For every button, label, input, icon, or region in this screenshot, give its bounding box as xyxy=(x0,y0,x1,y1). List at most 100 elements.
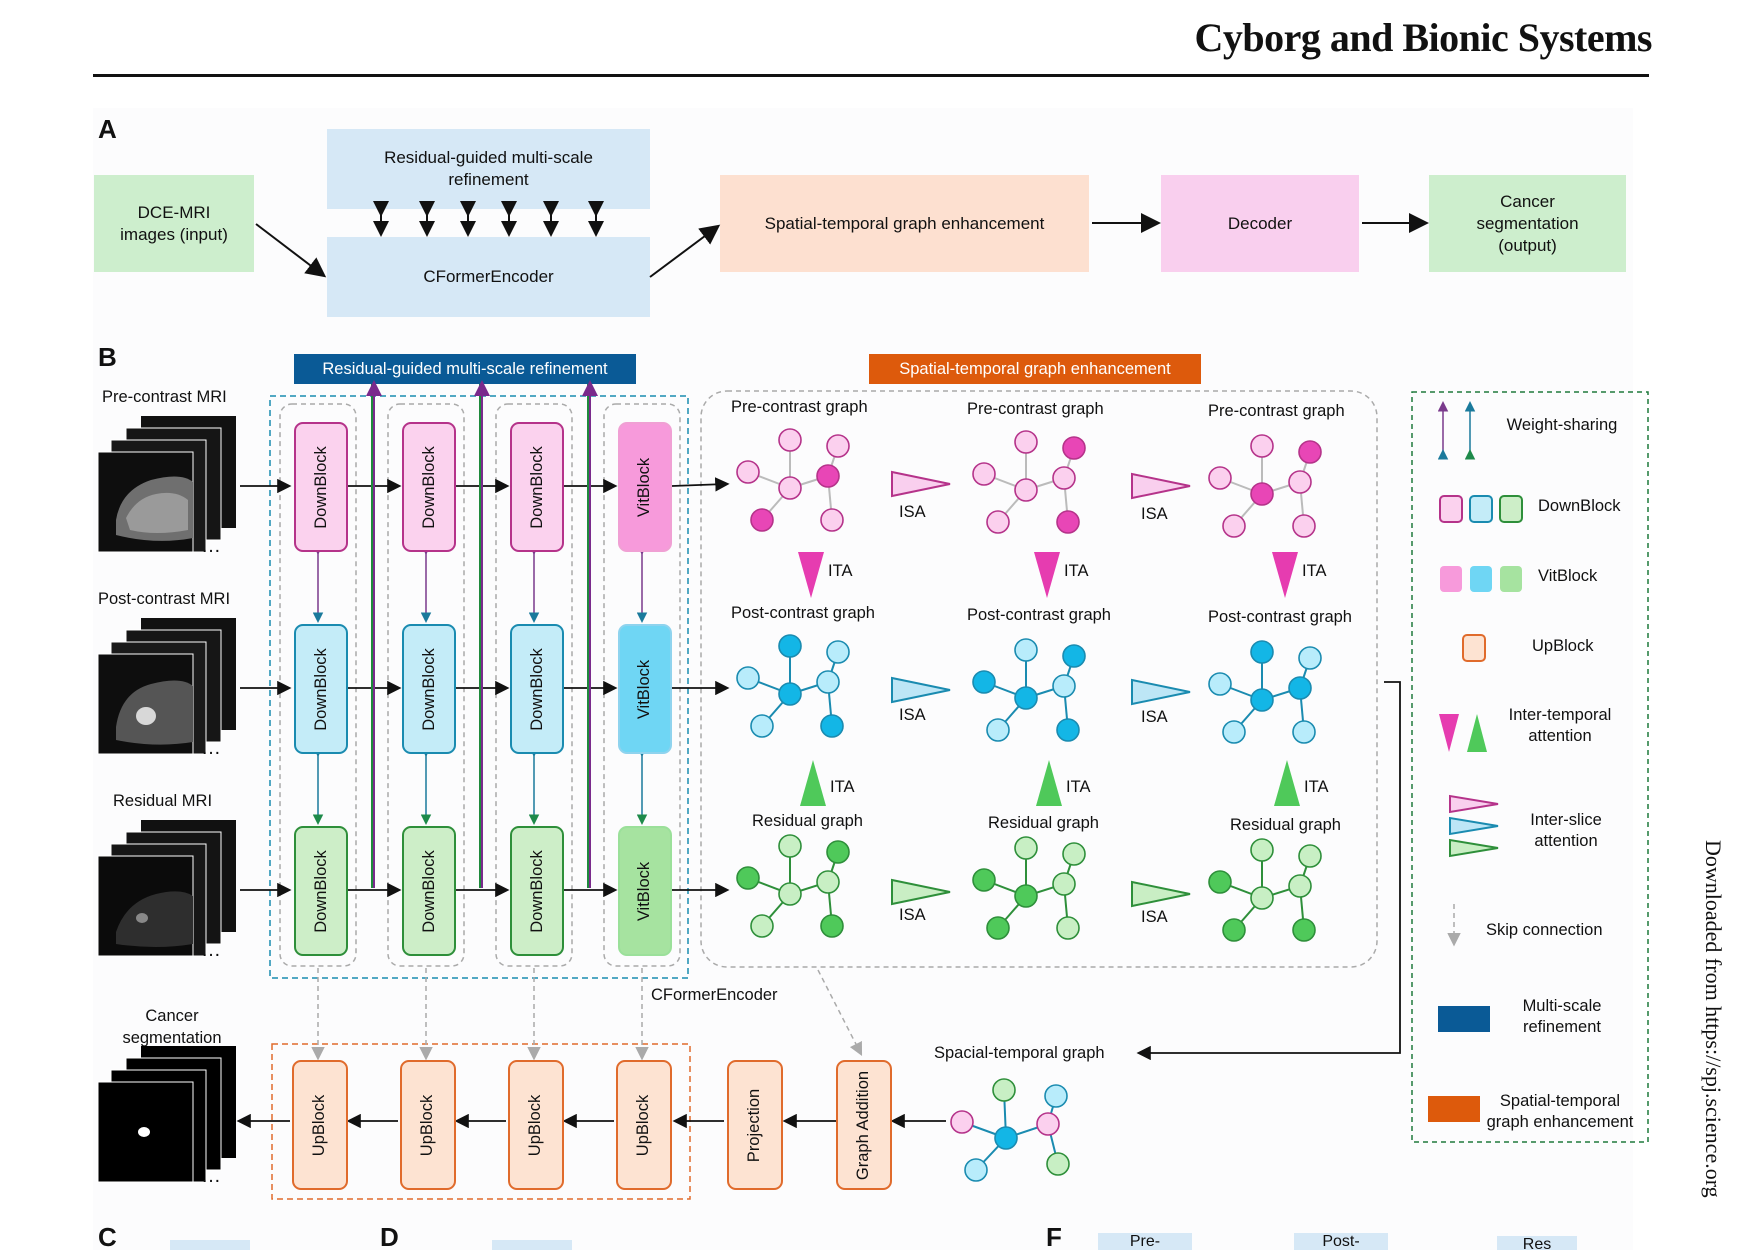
panel-c-box xyxy=(170,1240,250,1250)
legend-isa-pink xyxy=(1449,794,1499,814)
isa-pink-triangle xyxy=(1131,472,1191,500)
ita-green-triangle xyxy=(800,760,826,806)
graph-node xyxy=(1208,870,1232,894)
output-label: Cancer segmentation (output) xyxy=(1476,191,1579,255)
seg-label: Cancer segmentation xyxy=(122,1007,222,1047)
ita-pink-triangle xyxy=(1034,552,1060,598)
refine-tag: Residual-guided multi-scale refinement xyxy=(294,354,636,384)
legend-downblock: DownBlock xyxy=(1538,497,1621,515)
graph-enh-box: Spatial-temporal graph enhancement xyxy=(720,175,1089,272)
graph-node xyxy=(750,714,774,738)
refinement-box: Residual-guided multi-scale refinement xyxy=(327,129,650,209)
graph-node xyxy=(1062,842,1086,866)
graph-node xyxy=(1046,1152,1070,1176)
graph-node xyxy=(972,868,996,892)
st-graph-label: Spacial-temporal graph xyxy=(934,1044,1105,1062)
graph-node xyxy=(826,840,850,864)
graph-title-post-2: Post-contrast graph xyxy=(967,606,1111,624)
downblock-post-2: DownBlock xyxy=(402,624,456,754)
legend-st-enh: Spatial-temporal graph enhancement xyxy=(1486,1092,1634,1131)
legend-frame xyxy=(1411,391,1649,1143)
graph-node xyxy=(778,476,802,500)
graph-node xyxy=(816,870,840,894)
graph-node xyxy=(1298,440,1322,464)
res-graph-2 xyxy=(972,836,1086,940)
isa-pink-triangle xyxy=(891,470,951,498)
panel-f-letter: F xyxy=(1046,1222,1062,1252)
residual-image: … xyxy=(97,820,236,961)
decoder-box: Decoder xyxy=(1161,175,1359,272)
graph-node xyxy=(1062,436,1086,460)
graph-node xyxy=(972,462,996,486)
graph-node xyxy=(1250,886,1274,910)
graph-node xyxy=(778,882,802,906)
graph-title-post-3: Post-contrast graph xyxy=(1208,608,1352,626)
graph-title-pre-2: Pre-contrast graph xyxy=(967,400,1104,418)
legend-vit-pink xyxy=(1440,566,1462,592)
post-graph-1 xyxy=(736,634,850,738)
svg-text:…: … xyxy=(201,737,221,759)
downblock-pre-2: DownBlock xyxy=(402,422,456,552)
upblock-4: UpBlock xyxy=(616,1060,672,1190)
post-graph-3 xyxy=(1208,640,1322,744)
ita-green-triangle xyxy=(1274,760,1300,806)
refinement-label: Residual-guided multi-scale refinement xyxy=(384,148,593,189)
graph-node xyxy=(816,464,840,488)
projection-block: Projection xyxy=(727,1060,783,1190)
graph-node xyxy=(972,670,996,694)
ita-label: ITA xyxy=(1304,778,1329,796)
panel-d-box xyxy=(492,1240,572,1250)
legend-down-green xyxy=(1499,495,1523,523)
upblock-3: UpBlock xyxy=(508,1060,564,1190)
legend-inter-slice: Inter-slice attention xyxy=(1530,811,1602,850)
graph-node xyxy=(1292,720,1316,744)
graph-node xyxy=(1044,1084,1068,1108)
graph-node xyxy=(1288,470,1312,494)
graph-node xyxy=(1052,466,1076,490)
graph-title-res-1: Residual graph xyxy=(752,812,863,830)
vitblock-pre: VitBlock xyxy=(618,422,672,552)
graph-node xyxy=(816,670,840,694)
legend-isa-green xyxy=(1449,838,1499,858)
downblock-pre-3: DownBlock xyxy=(510,422,564,552)
graph-node xyxy=(820,508,844,532)
graph-node xyxy=(1292,514,1316,538)
graph-node xyxy=(1014,884,1038,908)
graph-node xyxy=(1052,674,1076,698)
isa-blue-triangle xyxy=(1131,678,1191,706)
graph-title-post-1: Post-contrast graph xyxy=(731,604,875,622)
graph-node xyxy=(1056,916,1080,940)
graph-node xyxy=(1288,676,1312,700)
legend-down-pink xyxy=(1439,495,1463,523)
graph-node xyxy=(1014,430,1038,454)
graph-node xyxy=(1250,434,1274,458)
panel-f-res: Res xyxy=(1497,1236,1577,1250)
graph-node xyxy=(1052,872,1076,896)
graph-node xyxy=(1208,672,1232,696)
graph-node xyxy=(736,866,760,890)
legend-upblock: UpBlock xyxy=(1532,637,1594,655)
isa-label: ISA xyxy=(899,503,926,521)
output-box: Cancer segmentation (output) xyxy=(1429,175,1626,272)
graph-addition-block: Graph Addition xyxy=(836,1060,892,1190)
downblock-res-2: DownBlock xyxy=(402,826,456,956)
isa-label: ISA xyxy=(1141,708,1168,726)
graph-node xyxy=(1288,874,1312,898)
vitblock-post: VitBlock xyxy=(618,624,672,754)
ita-pink-triangle xyxy=(798,552,824,598)
graph-node xyxy=(1036,1112,1060,1136)
graph-node xyxy=(778,634,802,658)
isa-label: ISA xyxy=(1141,908,1168,926)
panel-d-letter: D xyxy=(380,1222,399,1252)
graph-node xyxy=(1056,510,1080,534)
graph-node xyxy=(1292,918,1316,942)
graph-title-pre-3: Pre-contrast graph xyxy=(1208,402,1345,420)
graph-node xyxy=(1014,686,1038,710)
legend-ita-green xyxy=(1467,714,1487,752)
panel-f-pre: Pre- xyxy=(1098,1233,1192,1250)
spatial-temporal-graph xyxy=(950,1078,1070,1182)
encoder-box: CFormerEncoder xyxy=(327,237,650,317)
legend-isa-blue xyxy=(1449,816,1499,836)
